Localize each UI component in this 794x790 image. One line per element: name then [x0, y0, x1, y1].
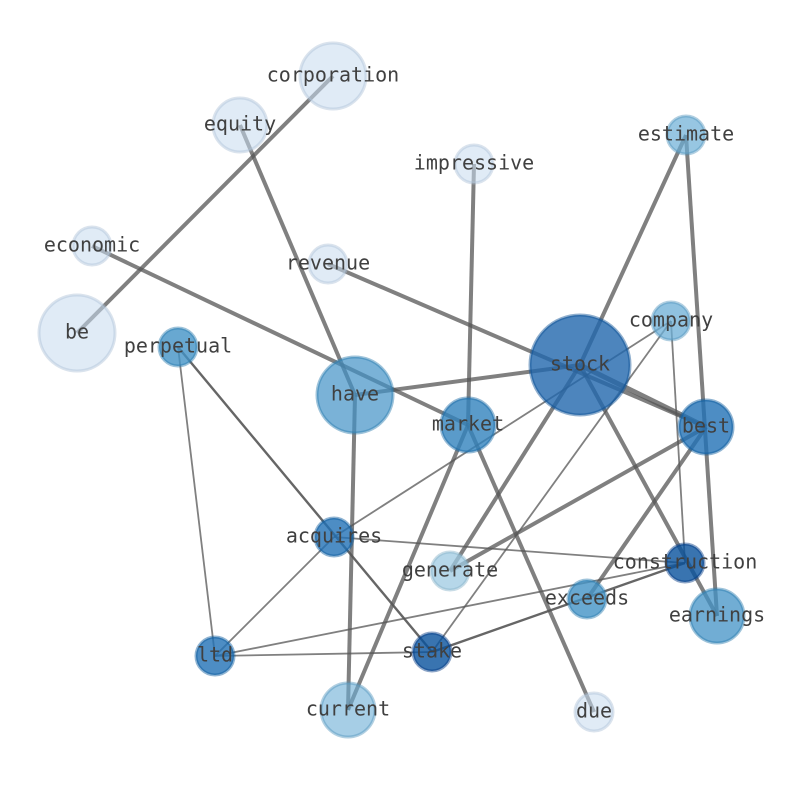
node-label-exceeds: exceeds: [545, 586, 629, 610]
node-perpetual: perpetual: [124, 326, 232, 368]
node-circle-acquires: [313, 516, 355, 558]
node-current: current: [306, 681, 390, 739]
node-label-stake: stake: [402, 639, 462, 663]
node-layer: corporation equity estimate impressive econo…: [37, 41, 765, 739]
node-circle-due: [573, 691, 615, 733]
node-label-perpetual: perpetual: [124, 334, 232, 358]
node-due: due: [573, 691, 615, 733]
node-circle-best: [677, 398, 735, 456]
node-label-company: company: [629, 308, 713, 332]
edge-construction-ltd: [214, 562, 686, 657]
node-estimate: estimate: [638, 114, 734, 156]
node-circle-ltd: [194, 635, 236, 677]
edge-corporation-be: [75, 74, 335, 335]
node-label-revenue: revenue: [286, 251, 370, 275]
node-label-current: current: [306, 697, 390, 721]
node-circle-generate: [429, 550, 471, 592]
node-equity: equity: [204, 96, 276, 154]
edge-impressive-market: [466, 163, 476, 426]
node-label-estimate: estimate: [638, 122, 734, 146]
node-circle-perpetual: [157, 326, 199, 368]
node-best: best: [677, 398, 735, 456]
node-circle-economic: [71, 225, 113, 267]
node-circle-stake: [411, 631, 453, 673]
edge-construction-stake: [431, 561, 686, 654]
node-earnings: earnings: [669, 587, 765, 645]
node-label-equity: equity: [204, 112, 276, 136]
edge-ltd-stake: [214, 651, 433, 657]
node-label-impressive: impressive: [414, 151, 534, 175]
node-have: have: [315, 355, 395, 435]
node-company: company: [629, 300, 713, 342]
edge-revenue-best: [327, 262, 707, 429]
node-label-economic: economic: [44, 233, 140, 257]
node-circle-have: [315, 355, 395, 435]
node-stock: stock: [528, 313, 632, 417]
node-circle-estimate: [665, 114, 707, 156]
node-label-construction: construction: [613, 550, 758, 574]
node-circle-current: [319, 681, 377, 739]
edge-market-due: [466, 424, 596, 713]
node-circle-company: [650, 300, 692, 342]
node-circle-construction: [664, 542, 706, 584]
node-construction: construction: [613, 542, 758, 584]
node-circle-exceeds: [566, 578, 608, 620]
node-generate: generate: [402, 550, 498, 592]
edge-perpetual-ltd: [177, 346, 216, 657]
edge-best-exceeds: [585, 425, 708, 601]
node-exceeds: exceeds: [545, 578, 629, 620]
node-stake: stake: [402, 631, 462, 673]
node-label-best: best: [682, 414, 730, 438]
edge-estimate-earnings: [684, 134, 719, 617]
edge-market-current: [346, 424, 470, 711]
node-circle-equity: [211, 96, 269, 154]
node-circle-be: [37, 293, 117, 373]
node-acquires: acquires: [286, 516, 382, 558]
node-circle-market: [439, 396, 497, 454]
node-label-be: be: [65, 320, 89, 344]
node-circle-impressive: [453, 143, 495, 185]
node-ltd: ltd: [194, 635, 236, 677]
node-label-generate: generate: [402, 558, 498, 582]
node-circle-earnings: [688, 587, 746, 645]
edge-company-stake: [431, 320, 672, 653]
node-circle-stock: [528, 313, 632, 417]
node-label-market: market: [432, 412, 504, 436]
node-be: be: [37, 293, 117, 373]
node-impressive: impressive: [414, 143, 534, 185]
node-market: market: [432, 396, 504, 454]
node-circle-corporation: [298, 41, 368, 111]
node-label-due: due: [576, 699, 612, 723]
node-label-earnings: earnings: [669, 603, 765, 627]
node-economic: economic: [44, 225, 140, 267]
node-corporation: corporation: [267, 41, 399, 111]
node-label-have: have: [331, 382, 379, 406]
edge-acquires-construction: [333, 536, 686, 564]
edge-have-current: [346, 394, 357, 711]
node-label-stock: stock: [550, 352, 610, 376]
node-label-ltd: ltd: [197, 643, 233, 667]
edge-best-generate: [449, 425, 707, 573]
edge-equity-have: [238, 124, 357, 396]
edge-perpetual-stake: [177, 346, 433, 653]
edge-acquires-ltd: [214, 536, 335, 657]
node-circle-revenue: [307, 243, 349, 285]
edge-economic-market: [91, 244, 469, 427]
node-revenue: revenue: [286, 243, 370, 285]
node-label-corporation: corporation: [267, 63, 399, 87]
node-label-acquires: acquires: [286, 524, 382, 548]
edge-company-construction: [670, 320, 686, 564]
